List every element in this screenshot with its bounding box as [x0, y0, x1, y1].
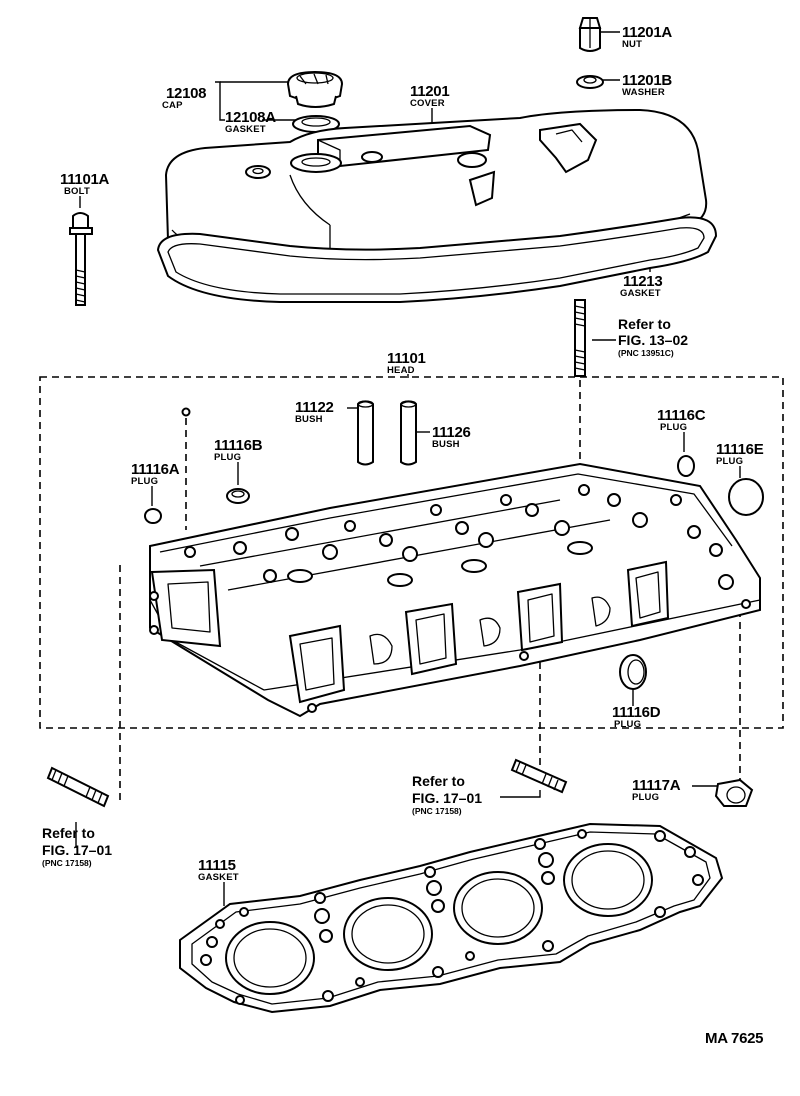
svg-text:FIG. 17–01: FIG. 17–01: [412, 790, 482, 806]
cam-stud-icon[interactable]: [574, 299, 586, 377]
svg-text:11126: 11126: [432, 424, 471, 441]
svg-text:11201A: 11201A: [622, 24, 672, 41]
svg-text:11116E: 11116E: [716, 441, 764, 458]
part-label-11101a[interactable]: 11101A BOLT: [60, 171, 110, 197]
svg-text:PLUG: PLUG: [214, 452, 241, 463]
svg-text:FIG. 17–01: FIG. 17–01: [42, 842, 112, 858]
part-label-11201a[interactable]: 11201A NUT: [622, 24, 673, 50]
svg-text:WASHER: WASHER: [622, 87, 665, 98]
part-label-11116b[interactable]: 11116B PLUG: [214, 437, 263, 463]
svg-text:PLUG: PLUG: [632, 792, 659, 803]
svg-text:NUT: NUT: [622, 39, 642, 50]
svg-text:BUSH: BUSH: [432, 439, 460, 450]
valve-bush-11126-icon[interactable]: [400, 400, 417, 466]
svg-text:11115: 11115: [198, 857, 236, 874]
svg-text:PLUG: PLUG: [614, 719, 641, 730]
svg-text:GASKET: GASKET: [620, 288, 661, 299]
svg-text:(PNC 17158): (PNC 17158): [42, 858, 92, 868]
part-label-11117a[interactable]: 11117A PLUG: [632, 777, 681, 803]
svg-text:11213: 11213: [623, 273, 662, 290]
cylinder-head-icon[interactable]: [149, 462, 761, 718]
svg-text:(PNC 13951C): (PNC 13951C): [618, 348, 674, 358]
cover-gasket-icon[interactable]: [156, 216, 718, 303]
part-label-11101[interactable]: 11101 HEAD: [387, 350, 426, 376]
manifold-stud-left-icon[interactable]: [46, 766, 110, 808]
part-label-12108a[interactable]: 12108A GASKET: [225, 109, 277, 135]
manifold-stud-center-icon[interactable]: [510, 758, 568, 794]
part-label-11116e[interactable]: 11116E PLUG: [716, 441, 764, 467]
svg-text:11117A: 11117A: [632, 777, 681, 794]
plug-11116d-icon[interactable]: [619, 654, 647, 690]
svg-text:11201: 11201: [410, 83, 449, 100]
part-label-11201[interactable]: 11201 COVER: [410, 83, 450, 109]
part-label-11122[interactable]: 11122 BUSH: [295, 399, 334, 425]
svg-text:(PNC 17158): (PNC 17158): [412, 806, 462, 816]
leader-lines: [75, 31, 741, 906]
cap-gasket-icon[interactable]: [292, 115, 340, 133]
svg-text:11122: 11122: [295, 399, 334, 416]
valve-bush-11122-icon[interactable]: [357, 400, 374, 466]
svg-text:11101A: 11101A: [60, 171, 110, 188]
head-gasket-holes: [200, 829, 704, 1005]
svg-text:11101: 11101: [387, 350, 426, 367]
head-intake-ports: [288, 560, 670, 704]
nut-icon[interactable]: [578, 17, 602, 52]
plug-11116a-icon[interactable]: [144, 407, 191, 524]
svg-text:Refer to: Refer to: [42, 825, 95, 841]
valve-cover-icon[interactable]: [164, 108, 708, 268]
svg-text:11116B: 11116B: [214, 437, 263, 454]
head-bolt-icon[interactable]: [69, 212, 93, 306]
part-label-11116d[interactable]: 11116D PLUG: [612, 704, 661, 730]
svg-text:PLUG: PLUG: [660, 422, 687, 433]
svg-text:FIG. 13–02: FIG. 13–02: [618, 332, 688, 348]
plug-11116b-icon[interactable]: [226, 488, 250, 504]
part-label-11116a[interactable]: 11116A PLUG: [131, 461, 180, 487]
svg-text:BOLT: BOLT: [64, 186, 90, 197]
plug-11116e-icon[interactable]: [728, 478, 764, 516]
assembly-outline: [39, 376, 784, 805]
svg-text:GASKET: GASKET: [225, 124, 266, 135]
part-label-11126[interactable]: 11126 BUSH: [432, 424, 471, 450]
oil-cap-icon[interactable]: [286, 70, 344, 108]
part-label-11116c[interactable]: 11116C PLUG: [657, 407, 706, 433]
svg-text:BUSH: BUSH: [295, 414, 323, 425]
svg-text:GASKET: GASKET: [198, 872, 239, 883]
svg-text:COVER: COVER: [410, 98, 445, 109]
part-label-11213[interactable]: 11213 GASKET: [620, 273, 663, 299]
svg-text:12108: 12108: [166, 85, 206, 102]
svg-text:12108A: 12108A: [225, 109, 276, 126]
plug-11117a-icon[interactable]: [714, 778, 754, 807]
svg-text:11116C: 11116C: [657, 407, 706, 424]
head-gasket-icon[interactable]: [179, 822, 724, 1014]
svg-text:PLUG: PLUG: [716, 456, 743, 467]
svg-text:HEAD: HEAD: [387, 365, 415, 376]
washer-icon[interactable]: [576, 75, 604, 89]
ref-label-fig-17-01-left[interactable]: Refer to FIG. 17–01 (PNC 17158): [42, 825, 112, 868]
ref-label-fig-17-01-center[interactable]: Refer to FIG. 17–01 (PNC 17158): [412, 773, 482, 816]
svg-text:11116D: 11116D: [612, 704, 661, 721]
svg-text:PLUG: PLUG: [131, 476, 158, 487]
svg-text:Refer to: Refer to: [412, 773, 465, 789]
svg-text:11116A: 11116A: [131, 461, 180, 478]
head-deck-holes: [184, 484, 723, 587]
part-label-11115[interactable]: 11115 GASKET: [198, 857, 239, 883]
svg-text:11201B: 11201B: [622, 72, 672, 89]
ref-label-fig-13-02[interactable]: Refer to FIG. 13–02 (PNC 13951C): [618, 316, 688, 358]
diagram-code: MA 7625: [705, 1030, 763, 1047]
svg-text:CAP: CAP: [162, 100, 183, 111]
part-label-12108[interactable]: 12108 CAP: [162, 85, 207, 111]
part-label-11201b[interactable]: 11201B WASHER: [622, 72, 673, 98]
plug-11116c-icon[interactable]: [677, 455, 695, 477]
svg-text:Refer to: Refer to: [618, 316, 671, 332]
